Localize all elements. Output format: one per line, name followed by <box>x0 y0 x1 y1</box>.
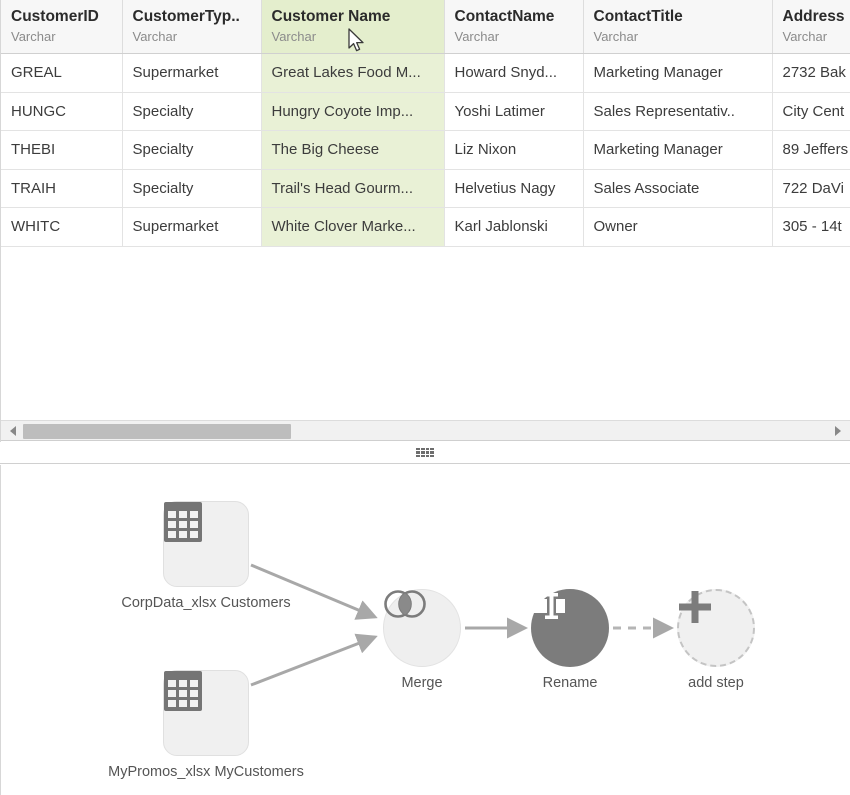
column-header-name: Address <box>783 8 850 26</box>
cell-customer-name[interactable]: The Big Cheese <box>261 131 444 170</box>
add-step-circle[interactable] <box>677 589 755 667</box>
cell-contactname[interactable]: Karl Jablonski <box>444 208 583 247</box>
cell-contacttitle[interactable]: Marketing Manager <box>583 131 772 170</box>
scrollbar-thumb[interactable] <box>23 424 291 439</box>
cell-contactname[interactable]: Howard Snyd... <box>444 54 583 93</box>
table-icon <box>163 670 203 712</box>
column-header-customerid[interactable]: CustomerID Varchar <box>1 0 122 54</box>
cell-customertype[interactable]: Specialty <box>122 92 261 131</box>
table-header-row: CustomerID Varchar CustomerTyp.. Varchar… <box>1 0 850 54</box>
merge-icon <box>383 589 427 619</box>
column-header-name: Customer Name <box>272 8 434 26</box>
splitter-grip-icon[interactable] <box>416 448 434 457</box>
cell-address[interactable]: 89 Jeffers <box>772 131 850 170</box>
table-row[interactable]: THEBI Specialty The Big Cheese Liz Nixon… <box>1 131 850 170</box>
flow-node-add-step[interactable]: add step <box>677 589 755 667</box>
scroll-left-arrow-icon[interactable] <box>5 421 21 441</box>
column-header-type: Varchar <box>594 29 762 44</box>
flow-node-source-1[interactable]: CorpData_xlsx Customers <box>163 501 249 587</box>
panel-splitter[interactable] <box>0 442 850 464</box>
cell-customertype[interactable]: Supermarket <box>122 54 261 93</box>
table-row[interactable]: TRAIH Specialty Trail's Head Gourm... He… <box>1 169 850 208</box>
cell-contactname[interactable]: Liz Nixon <box>444 131 583 170</box>
table-row[interactable]: WHITC Supermarket White Clover Marke... … <box>1 208 850 247</box>
column-header-type: Varchar <box>272 29 434 44</box>
cell-contacttitle[interactable]: Marketing Manager <box>583 54 772 93</box>
column-header-name: ContactTitle <box>594 8 762 26</box>
flow-node-source-2[interactable]: MyPromos_xlsx MyCustomers <box>163 670 249 756</box>
column-header-contacttitle[interactable]: ContactTitle Varchar <box>583 0 772 54</box>
cell-customertype[interactable]: Specialty <box>122 169 261 208</box>
cell-contactname[interactable]: Helvetius Nagy <box>444 169 583 208</box>
flow-node-label: Rename <box>543 675 598 691</box>
cell-contacttitle[interactable]: Owner <box>583 208 772 247</box>
cell-address[interactable]: 722 DaVi <box>772 169 850 208</box>
column-header-name: CustomerTyp.. <box>133 8 251 26</box>
cell-customerid[interactable]: WHITC <box>1 208 122 247</box>
cell-contactname[interactable]: Yoshi Latimer <box>444 92 583 131</box>
column-header-contactname[interactable]: ContactName Varchar <box>444 0 583 54</box>
column-header-customertype[interactable]: CustomerTyp.. Varchar <box>122 0 261 54</box>
cell-customer-name[interactable]: Hungry Coyote Imp... <box>261 92 444 131</box>
table-row[interactable]: HUNGC Specialty Hungry Coyote Imp... Yos… <box>1 92 850 131</box>
cell-contacttitle[interactable]: Sales Representativ.. <box>583 92 772 131</box>
rename-icon <box>531 589 571 623</box>
horizontal-scrollbar[interactable] <box>1 420 850 441</box>
cell-customerid[interactable]: THEBI <box>1 131 122 170</box>
cell-customertype[interactable]: Specialty <box>122 131 261 170</box>
cell-address[interactable]: 305 - 14t <box>772 208 850 247</box>
cell-customerid[interactable]: TRAIH <box>1 169 122 208</box>
column-header-address[interactable]: Address Varchar <box>772 0 850 54</box>
cell-address[interactable]: City Cent <box>772 92 850 131</box>
column-header-type: Varchar <box>455 29 573 44</box>
flow-node-label: MyPromos_xlsx MyCustomers <box>108 764 304 780</box>
connector-source2-merge <box>251 637 375 685</box>
cell-contacttitle[interactable]: Sales Associate <box>583 169 772 208</box>
flow-node-label: Merge <box>401 675 442 691</box>
flow-node-rename[interactable]: Rename <box>531 589 609 667</box>
cell-customer-name[interactable]: Trail's Head Gourm... <box>261 169 444 208</box>
cell-address[interactable]: 2732 Bak <box>772 54 850 93</box>
flow-node-label: CorpData_xlsx Customers <box>121 595 290 611</box>
cell-customerid[interactable]: HUNGC <box>1 92 122 131</box>
scroll-right-arrow-icon[interactable] <box>830 421 846 441</box>
flow-node-label: add step <box>688 675 744 691</box>
column-header-customer-name[interactable]: Customer Name Varchar <box>261 0 444 54</box>
cell-customerid[interactable]: GREAL <box>1 54 122 93</box>
flow-canvas[interactable]: CorpData_xlsx Customers MyPromos_xls <box>0 465 850 795</box>
datasource-tile[interactable] <box>163 501 249 587</box>
column-header-name: ContactName <box>455 8 573 26</box>
table-row[interactable]: GREAL Supermarket Great Lakes Food M... … <box>1 54 850 93</box>
column-header-type: Varchar <box>783 29 850 44</box>
grid-scroll-area[interactable]: CustomerID Varchar CustomerTyp.. Varchar… <box>1 0 850 420</box>
cell-customertype[interactable]: Supermarket <box>122 208 261 247</box>
cell-customer-name[interactable]: Great Lakes Food M... <box>261 54 444 93</box>
column-header-type: Varchar <box>11 29 112 44</box>
merge-step-circle[interactable] <box>383 589 461 667</box>
table-body: GREAL Supermarket Great Lakes Food M... … <box>1 54 850 247</box>
flow-node-merge[interactable]: Merge <box>383 589 461 667</box>
data-table: CustomerID Varchar CustomerTyp.. Varchar… <box>1 0 850 247</box>
data-grid-panel: CustomerID Varchar CustomerTyp.. Varchar… <box>0 0 850 442</box>
datasource-tile[interactable] <box>163 670 249 756</box>
rename-step-circle[interactable] <box>531 589 609 667</box>
column-header-type: Varchar <box>133 29 251 44</box>
column-header-name: CustomerID <box>11 8 112 26</box>
plus-icon <box>677 589 713 625</box>
table-icon <box>163 501 203 543</box>
cell-customer-name[interactable]: White Clover Marke... <box>261 208 444 247</box>
